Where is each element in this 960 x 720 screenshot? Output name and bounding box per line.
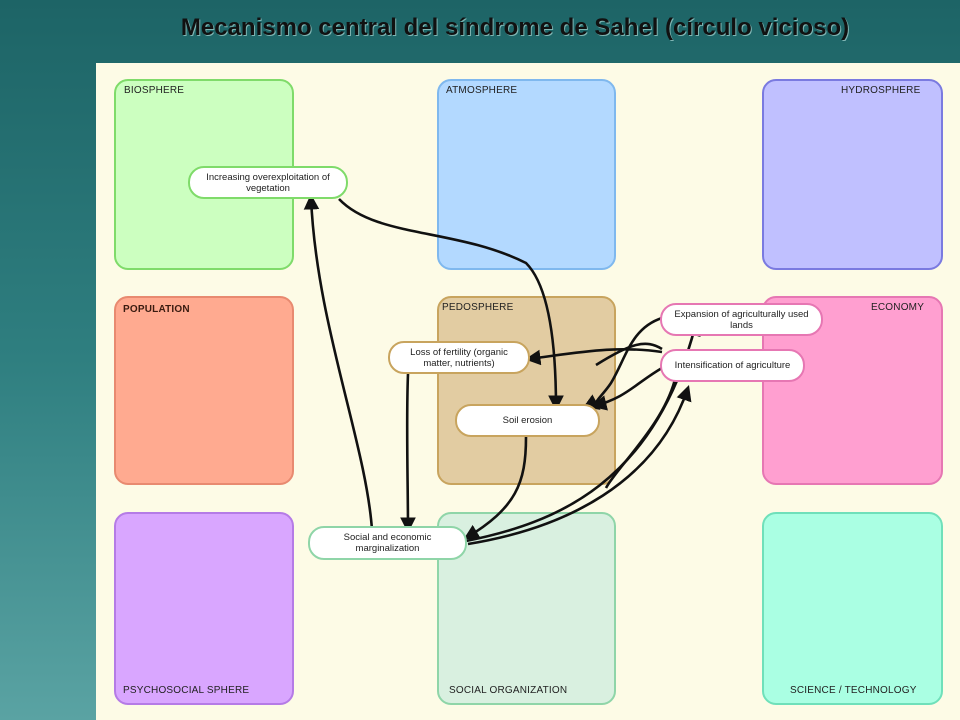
arrow-layer [303,193,701,546]
arrow-soil-erosion-to-marginalization [463,436,528,540]
sphere-label-psychosocial: PSYCHOSOCIAL SPHERE [123,685,250,696]
node-marginalization: Social and economic marginalization [308,526,467,560]
node-overexploitation: Increasing overexploitation of vegetatio… [188,166,348,199]
sphere-label-pedosphere: PEDOSPHERE [442,302,514,313]
node-loss-fertility: Loss of fertility (organic matter, nutri… [388,341,530,374]
sphere-psychosocial [114,512,294,705]
arrow-loss-fertility-to-marginalization [400,373,416,534]
arrow-intensification-to-soil-erosion [590,366,663,411]
arrow-intensification-loop [604,374,678,489]
arrow-intensification-to-loss-fertility [524,347,663,366]
arrow-marginalization-to-overexploitation [303,193,374,531]
page-title: Mecanismo central del síndrome de Sahel … [180,14,850,41]
node-intensification: Intensification of agriculture [660,349,805,382]
arrow-expansion-to-soil-erosion [583,316,663,410]
sphere-label-atmosphere: ATMOSPHERE [446,85,518,96]
sphere-label-biosphere: BIOSPHERE [124,85,185,96]
arrow-overexploitation-to-soil-erosion [338,198,564,412]
sphere-science-technology [762,512,943,705]
sphere-label-population: POPULATION [123,304,190,315]
node-expansion: Expansion of agriculturally used lands [660,303,823,336]
diagram-canvas: BIOSPHERE ATMOSPHERE HYDROSPHERE POPULAT… [96,63,960,720]
sphere-label-hydrosphere: HYDROSPHERE [841,85,921,96]
sphere-label-economy: ECONOMY [871,302,925,313]
sphere-hydrosphere [762,79,943,270]
sphere-label-science-technology: SCIENCE / TECHNOLOGY [790,685,917,696]
arrow-marginalization-to-intensification [467,385,692,546]
sphere-population [114,296,294,485]
node-soil-erosion: Soil erosion [455,404,600,437]
arrow-expansion-to-loss-fertility [595,342,663,367]
sphere-label-social-organization: SOCIAL ORGANIZATION [449,685,568,696]
sphere-atmosphere [437,79,616,270]
